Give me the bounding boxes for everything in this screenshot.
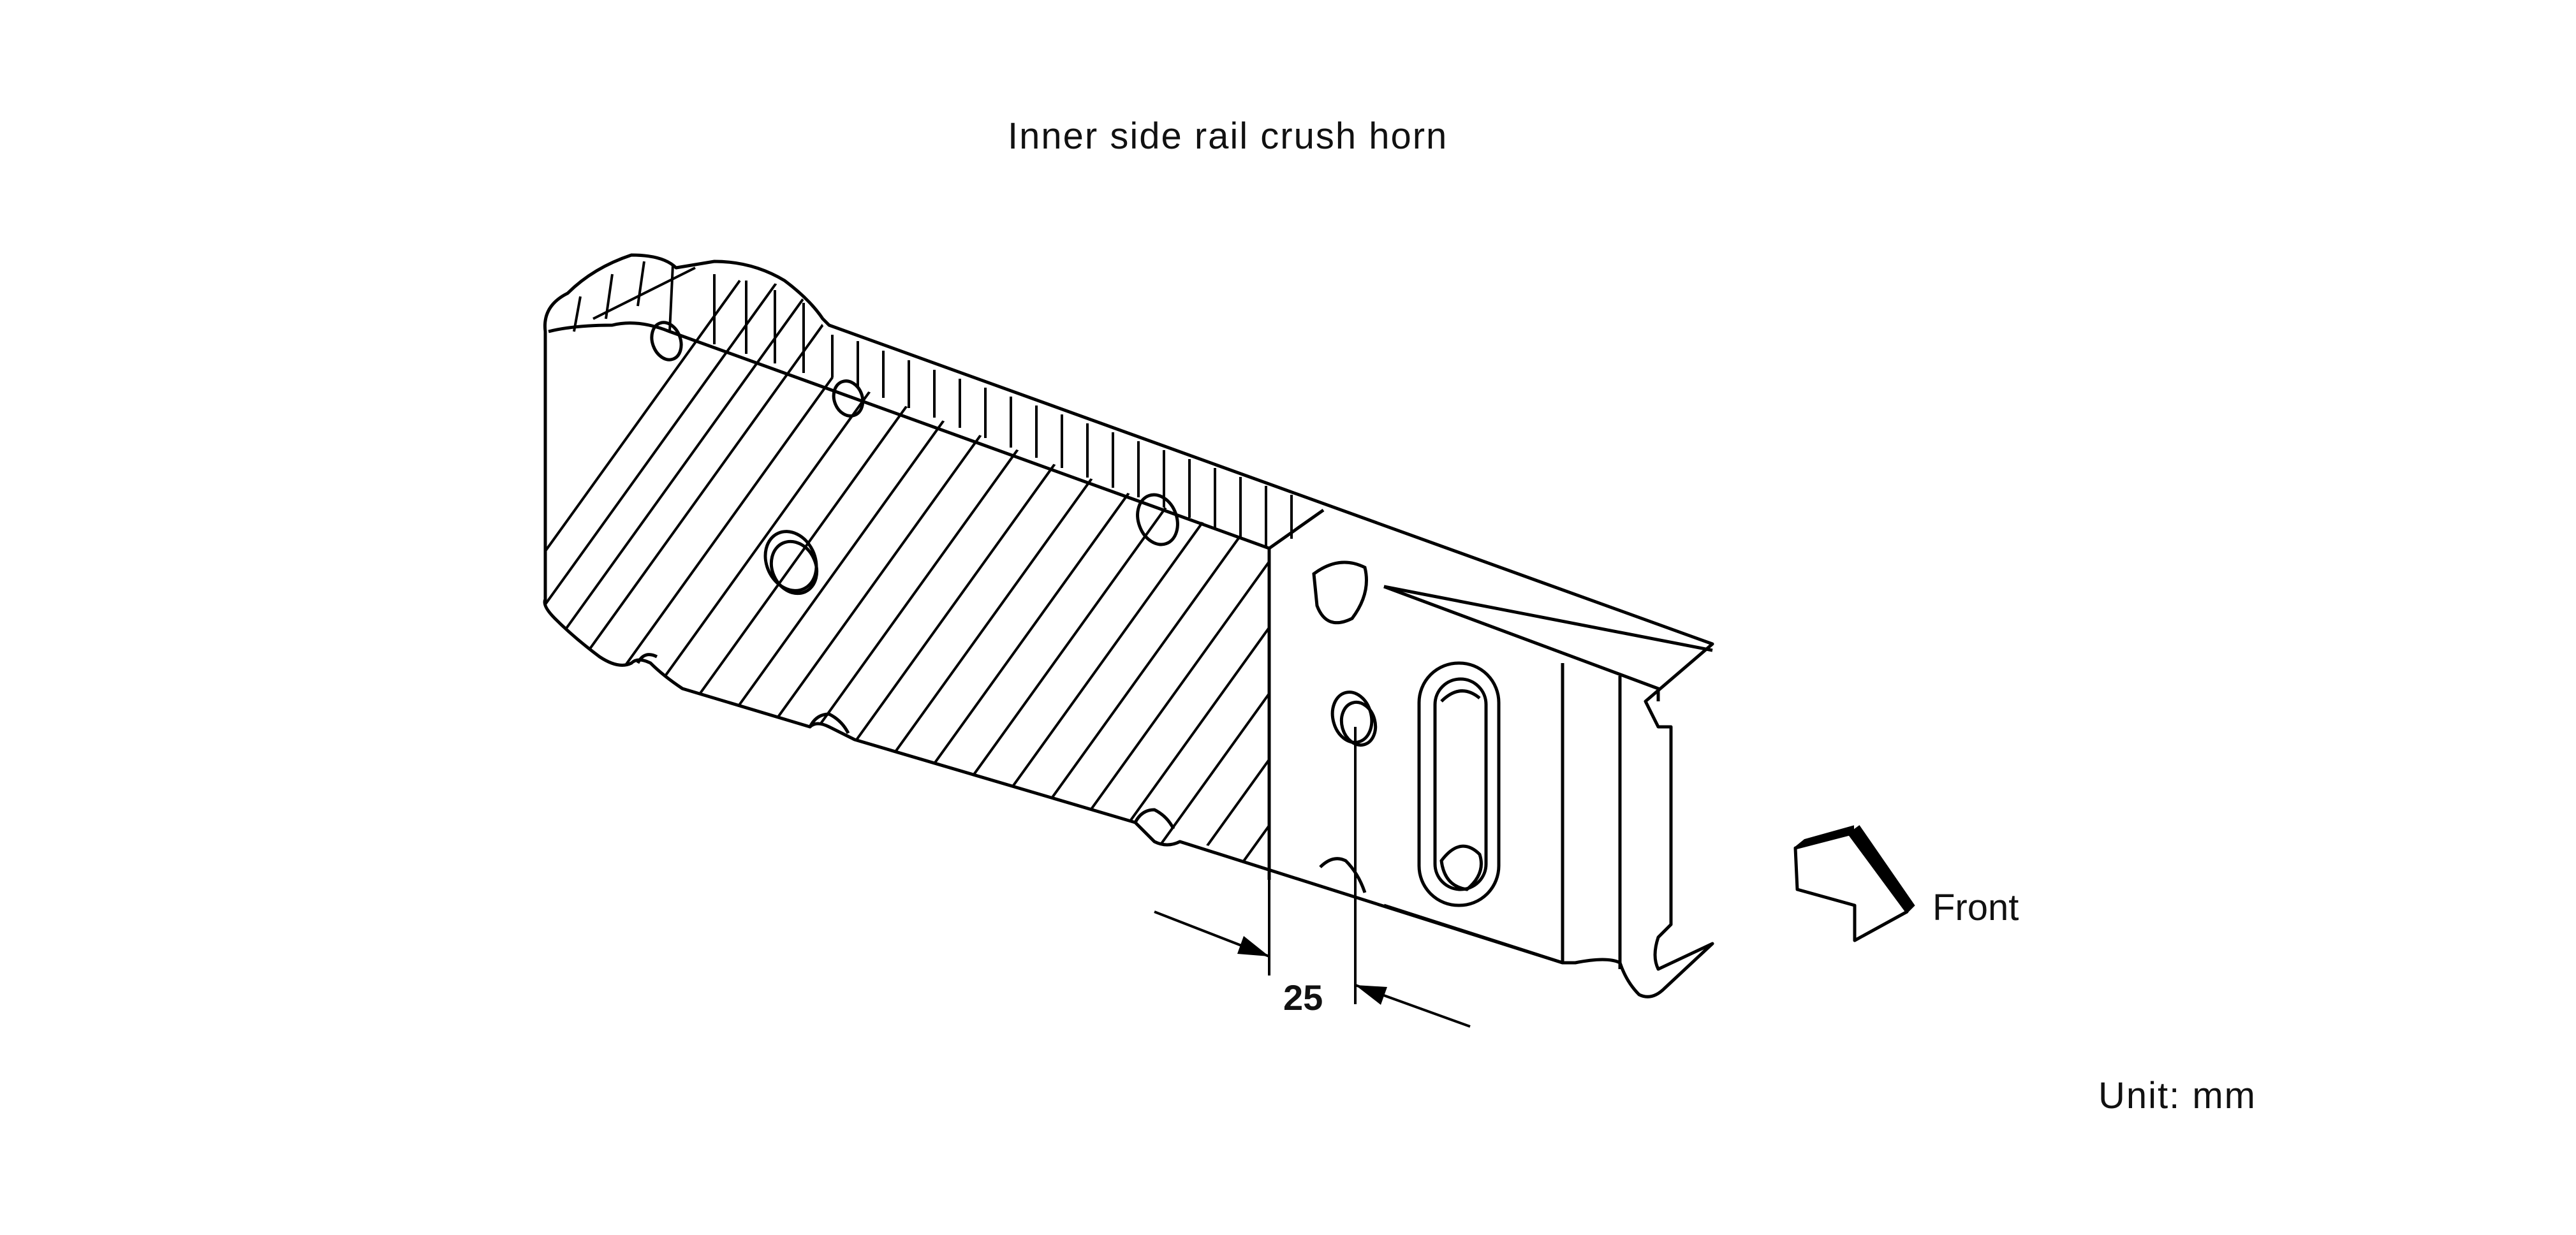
side-face-hatching bbox=[545, 279, 1269, 873]
crush-horn-outline bbox=[543, 253, 1714, 998]
dimension-value: 25 bbox=[1283, 977, 1323, 1018]
direction-label: Front bbox=[1932, 887, 2019, 928]
dimension-lines bbox=[1154, 548, 1471, 1028]
unit-label: Unit: mm bbox=[2098, 1075, 2256, 1116]
front-arrow-icon bbox=[1793, 825, 1915, 942]
mounting-holes bbox=[650, 321, 1501, 907]
diagram-title: Inner side rail crush horn bbox=[1008, 115, 1448, 157]
dimension-arrowheads bbox=[1237, 936, 1387, 1005]
top-flange-hatching bbox=[573, 261, 1293, 548]
